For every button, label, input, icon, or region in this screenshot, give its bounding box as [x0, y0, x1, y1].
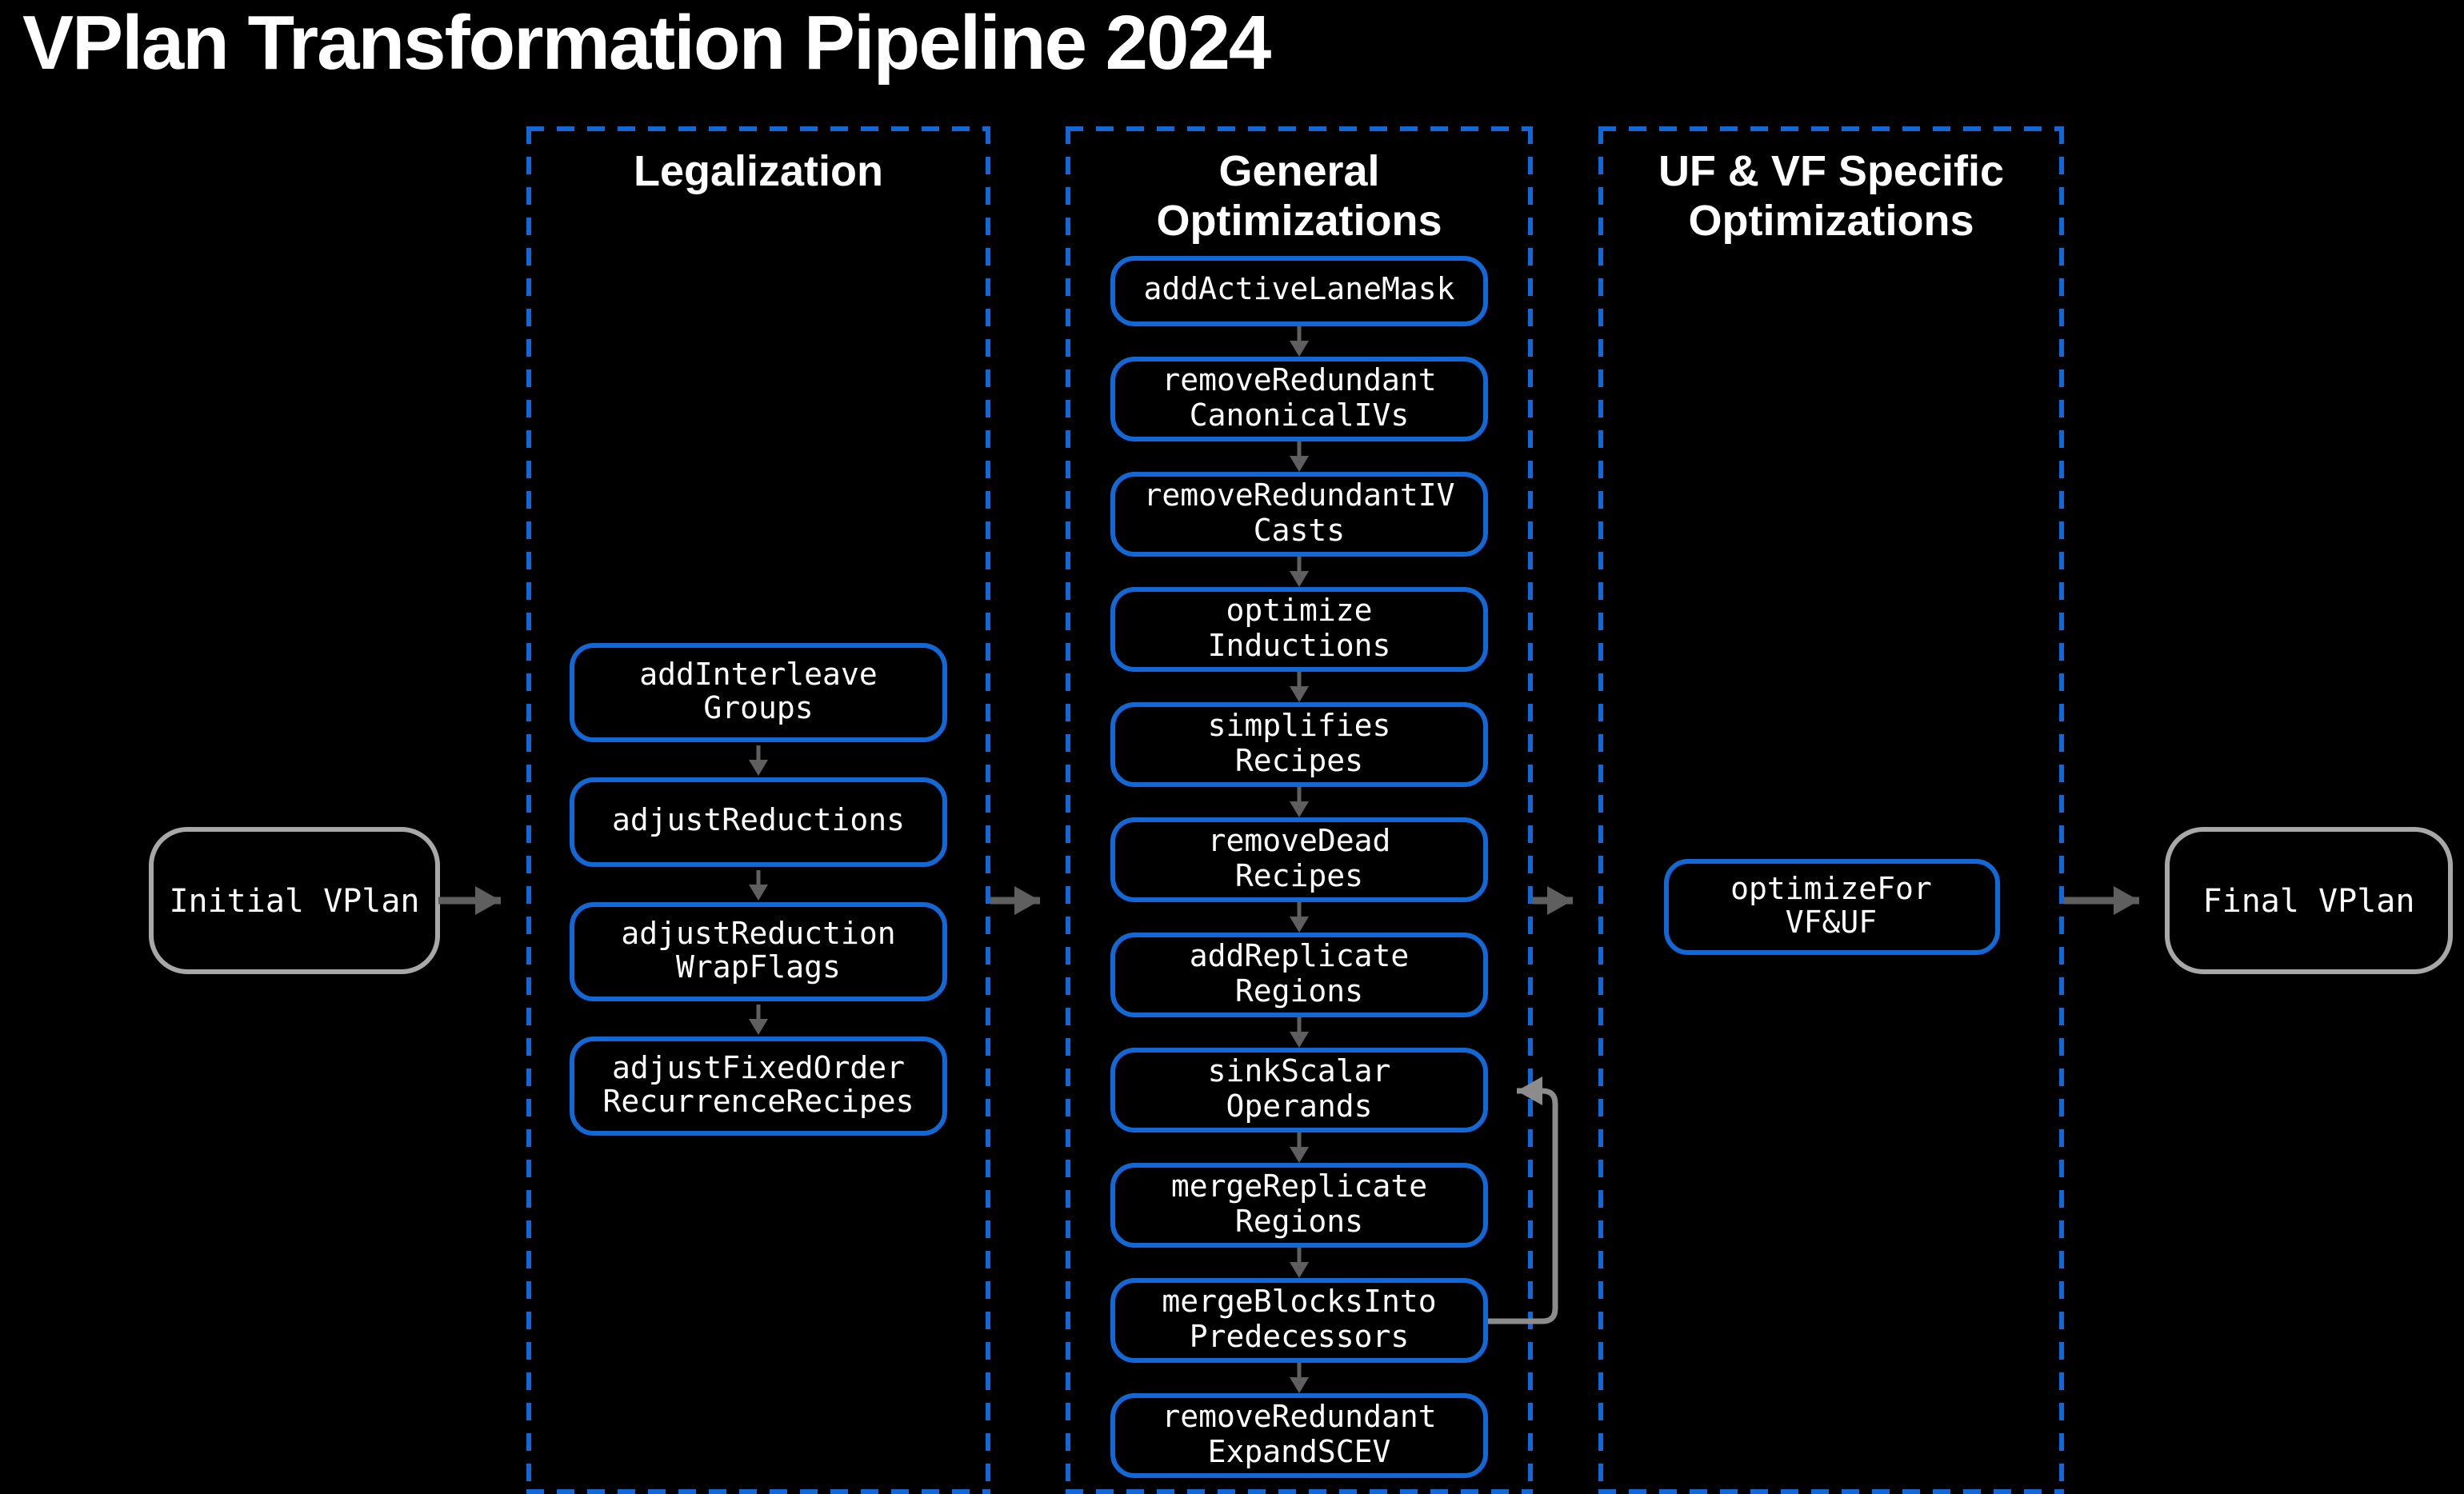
stage-label: removeRedundant CanonicalIVs [1162, 363, 1437, 433]
stage-removeRedundantExpandSCEV: removeRedundant ExpandSCEV [1110, 1393, 1488, 1478]
down-arrow-icon [1110, 672, 1488, 702]
stage-optimizeForVFUF: optimizeFor VF&UF [1663, 859, 1999, 955]
stage-wrap: optimize Inductions [1110, 557, 1488, 672]
stage-wrap: simplifies Recipes [1110, 672, 1488, 787]
stage-label: addInterleave Groups [639, 657, 878, 726]
down-arrow-icon [1110, 902, 1488, 933]
stage-label: adjustFixedOrder RecurrenceRecipes [602, 1050, 914, 1120]
stage-label: mergeReplicate Regions [1170, 1169, 1428, 1239]
stage-label: addReplicate Regions [1189, 939, 1410, 1009]
down-arrow-icon [1110, 1017, 1488, 1048]
stage-wrap: optimizeFor VF&UF [1663, 859, 1999, 955]
stage-adjustFixedOrderRecurrenceRecipes: adjustFixedOrder RecurrenceRecipes [570, 1037, 947, 1136]
stage-wrap: removeRedundant CanonicalIVs [1110, 326, 1488, 441]
stage-mergeReplicateRegions: mergeReplicate Regions [1110, 1163, 1488, 1248]
down-arrow-icon [1110, 441, 1488, 472]
diagram-title: VPlan Transformation Pipeline 2024 [22, 2, 1271, 86]
down-arrow-icon [1110, 787, 1488, 817]
column-title: UF & VF Specific Optimizations [1658, 147, 2005, 244]
stage-addReplicateRegions: addReplicate Regions [1110, 933, 1488, 1017]
initial-vplan-node: Initial VPlan [149, 827, 440, 974]
stage-label: optimizeFor VF&UF [1730, 871, 1932, 941]
stage-label: adjustReduction WrapFlags [621, 916, 896, 985]
stage-label: mergeBlocksInto Predecessors [1162, 1284, 1437, 1354]
stage-wrap: adjustFixedOrder RecurrenceRecipes [570, 1001, 947, 1136]
stage-label: removeRedundantIV Casts [1143, 478, 1455, 548]
stage-addInterleaveGroups: addInterleave Groups [570, 643, 947, 742]
stage-removeRedundantIVCasts: removeRedundantIV Casts [1110, 472, 1488, 557]
stage-sinkScalarOperands: sinkScalar Operands [1110, 1048, 1488, 1132]
final-vplan-node: Final VPlan [2165, 827, 2453, 974]
down-arrow-icon [1110, 326, 1488, 357]
down-arrow-icon [570, 1001, 947, 1037]
stage-wrap: adjustReductions [570, 742, 947, 867]
stage-removeRedundantCanonicalIVs: removeRedundant CanonicalIVs [1110, 357, 1488, 441]
stage-addActiveLaneMask: addActiveLaneMask [1110, 256, 1488, 326]
down-arrow-icon [1110, 1132, 1488, 1163]
stage-wrap: sinkScalar Operands [1110, 1017, 1488, 1132]
stage-wrap: mergeBlocksInto Predecessors [1110, 1248, 1488, 1363]
stage-label: adjustReductions [611, 803, 906, 839]
stage-wrap: removeRedundant ExpandSCEV [1110, 1363, 1488, 1478]
down-arrow-icon [570, 867, 947, 902]
column-title: General Optimizations [1156, 147, 1442, 244]
stage-label: removeDead Recipes [1207, 824, 1391, 893]
column-uf-vf-specific-optimizations: UF & VF Specific Optimizations optimizeF… [1598, 126, 2064, 1494]
stage-adjustReductionWrapFlags: adjustReduction WrapFlags [570, 902, 947, 1001]
down-arrow-icon [1110, 1363, 1488, 1393]
final-vplan-label: Final VPlan [2202, 881, 2415, 920]
stage-label: simplifies Recipes [1207, 709, 1391, 778]
stage-wrap: removeDead Recipes [1110, 787, 1488, 902]
stage-wrap: addReplicate Regions [1110, 902, 1488, 1017]
stage-label: addActiveLaneMask [1143, 272, 1455, 308]
stage-simplifiesRecipes: simplifies Recipes [1110, 702, 1488, 787]
stage-label: sinkScalar Operands [1207, 1054, 1391, 1124]
down-arrow-icon [1110, 557, 1488, 587]
down-arrow-icon [570, 742, 947, 777]
stage-wrap: removeRedundantIV Casts [1110, 441, 1488, 557]
stage-wrap: addActiveLaneMask [1110, 256, 1488, 326]
stage-removeDeadRecipes: removeDead Recipes [1110, 817, 1488, 902]
stage-wrap: mergeReplicate Regions [1110, 1132, 1488, 1248]
column-general-optimizations: General Optimizations addActiveLaneMask … [1066, 126, 1533, 1494]
stage-stack: addActiveLaneMask removeRedundant Canoni… [1110, 256, 1488, 1478]
column-legalization: Legalization addInterleave Groups adjust… [526, 126, 990, 1494]
down-arrow-icon [1110, 1248, 1488, 1278]
stage-wrap: addInterleave Groups [570, 643, 947, 742]
stage-wrap: adjustReduction WrapFlags [570, 867, 947, 1001]
initial-vplan-label: Initial VPlan [169, 881, 420, 920]
stage-stack: addInterleave Groups adjustReductions ad… [570, 643, 947, 1136]
stage-stack: optimizeFor VF&UF [1642, 859, 2020, 955]
stage-mergeBlocksIntoPredecessors: mergeBlocksInto Predecessors [1110, 1278, 1488, 1363]
stage-label: optimize Inductions [1207, 593, 1391, 663]
stage-adjustReductions: adjustReductions [570, 777, 947, 867]
stage-optimizeInductions: optimize Inductions [1110, 587, 1488, 672]
column-title: Legalization [633, 147, 883, 195]
stage-label: removeRedundant ExpandSCEV [1162, 1400, 1437, 1469]
